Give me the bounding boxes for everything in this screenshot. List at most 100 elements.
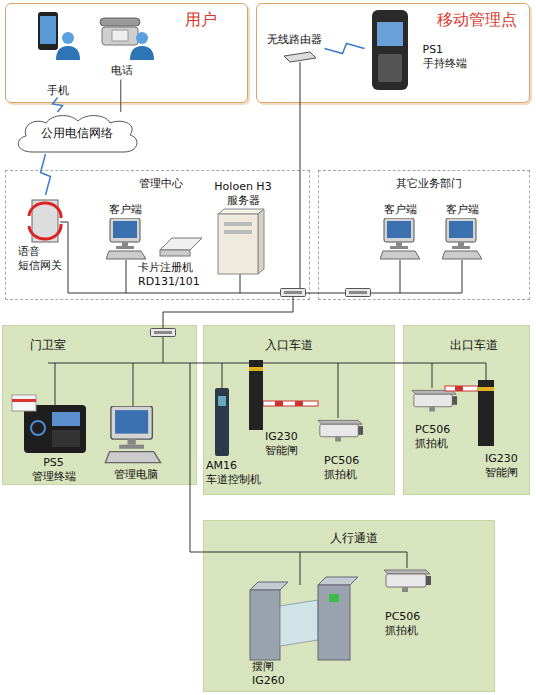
turnstile-glass bbox=[280, 600, 318, 646]
device-label: 摆闸 IG260 bbox=[252, 660, 292, 688]
zone-title: 人行通道 bbox=[314, 531, 394, 545]
network-switch bbox=[346, 289, 371, 297]
management-center: 管理中心语音 短信网关 客户端卡片注册机 RD131/101Holoen H3 服… bbox=[5, 170, 310, 300]
device-label: IG230 智能闸 bbox=[485, 452, 527, 480]
terminal-body bbox=[24, 405, 86, 453]
device-label: PC506 抓拍机 bbox=[324, 454, 369, 482]
turnstile-cabinet bbox=[250, 590, 280, 660]
sms-gateway: 语音 短信网关 bbox=[18, 195, 73, 273]
zone-title: 出口车道 bbox=[434, 338, 514, 352]
wire bbox=[126, 260, 127, 293]
wireless-router: 无线路由器 bbox=[265, 33, 325, 65]
card-stripe bbox=[12, 399, 36, 402]
computer-icon bbox=[380, 218, 420, 259]
wire bbox=[300, 552, 301, 585]
guard-room: 门卫室PS5 管理终端管理电脑 bbox=[2, 325, 197, 485]
mobile-zone: 移动管理点无线路由器 PS1 手持终端 bbox=[256, 3, 530, 103]
id-card bbox=[12, 395, 36, 411]
card-register: 卡片注册机 RD131/101 bbox=[138, 233, 204, 290]
wire bbox=[240, 274, 241, 293]
exit-lane: 出口车道 PC506 抓拍机 IG230 智能闸 bbox=[403, 325, 530, 495]
client-pc: 客户端 bbox=[378, 203, 423, 265]
wire bbox=[222, 363, 223, 388]
wire bbox=[432, 363, 433, 388]
wire bbox=[133, 363, 134, 408]
device-label: 电话 bbox=[104, 64, 140, 78]
client-pc: 客户端 bbox=[103, 203, 148, 265]
device-label: IG230 智能闸 bbox=[265, 430, 305, 458]
post-band bbox=[249, 367, 263, 371]
zone-title: 移动管理点 bbox=[427, 11, 527, 29]
server-side bbox=[258, 209, 264, 274]
gateway-arc bbox=[29, 203, 61, 218]
card-zone bbox=[31, 421, 45, 435]
wire bbox=[462, 260, 463, 293]
handheld-body bbox=[372, 10, 408, 90]
computer-icon bbox=[442, 218, 482, 259]
wire bbox=[163, 337, 164, 363]
device-label: 手机 bbox=[40, 84, 76, 98]
handheld-keypad bbox=[378, 54, 402, 82]
keypad bbox=[112, 30, 128, 41]
capture-camera: PC506 抓拍机 bbox=[375, 558, 440, 646]
wire bbox=[338, 363, 339, 418]
post-band bbox=[478, 387, 494, 391]
telephone: 电话 bbox=[100, 10, 155, 80]
handset bbox=[100, 18, 140, 26]
network-switch bbox=[281, 289, 306, 297]
gateway-arc bbox=[29, 224, 61, 239]
wireless-link bbox=[41, 154, 51, 195]
device-label: 无线路由器 bbox=[265, 33, 325, 47]
pass-indicator bbox=[329, 594, 339, 602]
client-pc: 客户端 bbox=[440, 203, 485, 265]
swing-gate: 摆闸 IG260 bbox=[240, 565, 360, 690]
computer-icon bbox=[106, 218, 146, 259]
arm-stripe bbox=[295, 401, 303, 406]
handheld-terminal: PS1 手持终端 bbox=[365, 8, 475, 93]
h3-server: Holoen H3 服务器 bbox=[210, 180, 276, 278]
wire bbox=[48, 363, 486, 364]
telephone-base bbox=[102, 27, 138, 45]
device-label: AM16 车道控制机 bbox=[206, 459, 268, 487]
computer-icon bbox=[105, 406, 160, 463]
mobile-phone: 手机 bbox=[32, 10, 84, 98]
lane-controller: AM16 车道控制机 bbox=[206, 385, 268, 487]
other-department: 其它业务部门客户端客户端 bbox=[318, 170, 530, 300]
terminal-keypad bbox=[52, 430, 80, 447]
zone-title: 管理中心 bbox=[126, 177, 196, 191]
device-label: 语音 短信网关 bbox=[18, 245, 70, 273]
arm-stripe bbox=[275, 401, 283, 406]
wire bbox=[300, 62, 301, 288]
barrier-arm bbox=[263, 401, 318, 406]
phone-body bbox=[38, 12, 58, 50]
barrier-gate: IG230 智能闸 bbox=[465, 372, 528, 484]
user-zone: 用户手机电话 bbox=[5, 3, 248, 103]
device-label: 客户端 bbox=[378, 203, 423, 217]
terminal-screen bbox=[52, 412, 80, 426]
card-reader-top bbox=[160, 238, 202, 250]
entry-lane: 入口车道AM16 车道控制机IG230 智能闸PC506 抓拍机 bbox=[203, 325, 395, 495]
server-top bbox=[218, 209, 264, 214]
server-bay bbox=[224, 222, 252, 226]
zone-title: 门卫室 bbox=[18, 338, 78, 352]
network-switch bbox=[151, 329, 176, 337]
turnstile-cabinet bbox=[318, 585, 350, 660]
telecom-cloud: 公用电信网络 bbox=[12, 112, 142, 154]
device-label: PS1 手持终端 bbox=[423, 43, 473, 71]
wire bbox=[407, 552, 408, 568]
server-front bbox=[218, 214, 258, 274]
wire bbox=[55, 363, 56, 405]
barrier-arm bbox=[445, 386, 478, 391]
zone-title: 公用电信网络 bbox=[12, 126, 142, 140]
pedestrian-lane: 人行通道摆闸 IG260 PC506 抓拍机 bbox=[203, 520, 495, 692]
capture-camera: PC506 抓拍机 bbox=[407, 383, 462, 455]
wire bbox=[400, 260, 401, 293]
handheld-screen bbox=[377, 22, 403, 46]
zone-title: 其它业务部门 bbox=[379, 177, 479, 191]
device-label: 客户端 bbox=[103, 203, 148, 217]
device-label: 客户端 bbox=[440, 203, 485, 217]
management-pc: 管理电脑 bbox=[98, 405, 173, 483]
phone-screen bbox=[40, 16, 56, 44]
device-label: PC506 抓拍机 bbox=[385, 610, 430, 638]
